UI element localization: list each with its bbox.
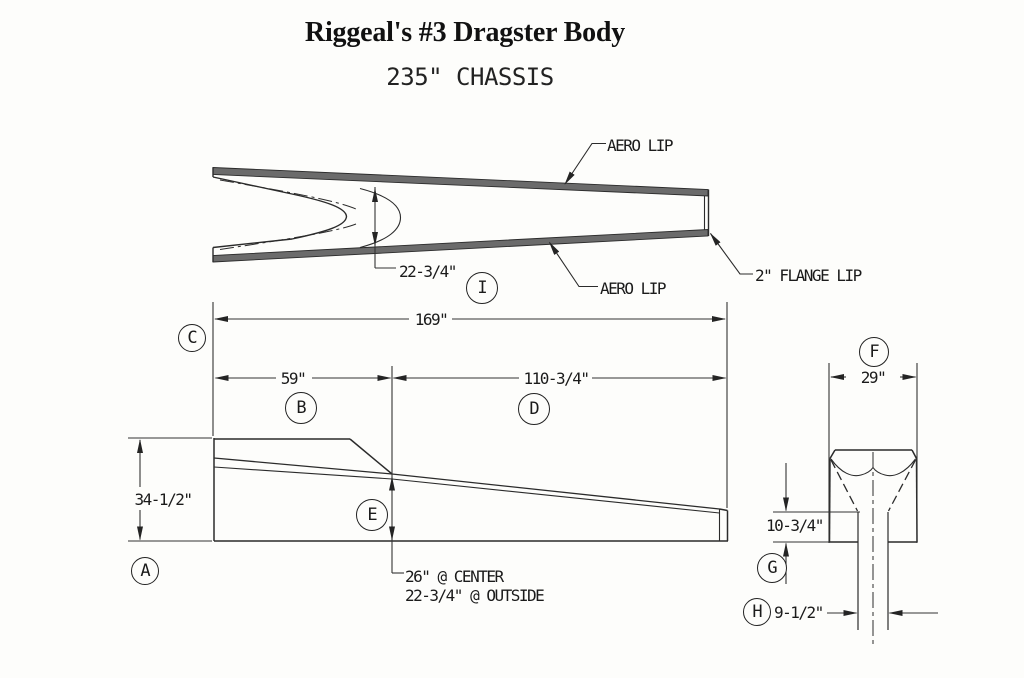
- bottom-edge-band: [212, 229, 709, 263]
- aero-lip-bottom-label: AERO LIP: [600, 279, 667, 298]
- balloon-i: I: [466, 272, 498, 304]
- flange-lip-label: 2" FLANGE LIP: [755, 266, 862, 285]
- balloon-d: D: [518, 393, 550, 425]
- side-view-linework: [213, 438, 729, 542]
- balloon-a: A: [131, 557, 159, 585]
- balloon-h: H: [743, 598, 771, 626]
- body-height-dim: 34-1/2": [134, 490, 193, 509]
- page-title: Riggeal's #3 Dragster Body: [304, 17, 626, 48]
- tail-width-dim: 29": [860, 368, 887, 387]
- tail-section-dim: 110-3/4": [523, 369, 590, 388]
- balloon-b: B: [285, 392, 317, 424]
- cockpit-cutout: [212, 176, 348, 249]
- centerline-bottom-prong: [219, 223, 357, 250]
- nose-section-dim: 59": [280, 369, 307, 388]
- balloon-c: C: [178, 324, 206, 352]
- cowl-note-line1: 26" @ CENTER: [405, 567, 504, 586]
- balloon-g: G: [757, 553, 787, 583]
- neck-width-dim: 9-1/2": [774, 603, 824, 622]
- leader-lines: [548, 142, 753, 288]
- top-view-linework: [212, 167, 710, 263]
- cowl-width-dim: 22-3/4": [399, 262, 457, 281]
- neck-height-dim: 10-3/4": [766, 516, 824, 535]
- balloon-f: F: [859, 337, 889, 367]
- cowl-arc: [359, 187, 402, 249]
- cowl-note-line2: 22-3/4" @ OUTSIDE: [405, 586, 545, 605]
- aero-lip-top-label: AERO LIP: [607, 136, 674, 155]
- balloon-e: E: [356, 499, 388, 531]
- centerline-top-prong: [219, 179, 357, 210]
- chassis-subtitle: 235" CHASSIS: [386, 63, 554, 91]
- end-view-linework: [828, 449, 918, 646]
- overall-length-dim: 169": [414, 310, 449, 329]
